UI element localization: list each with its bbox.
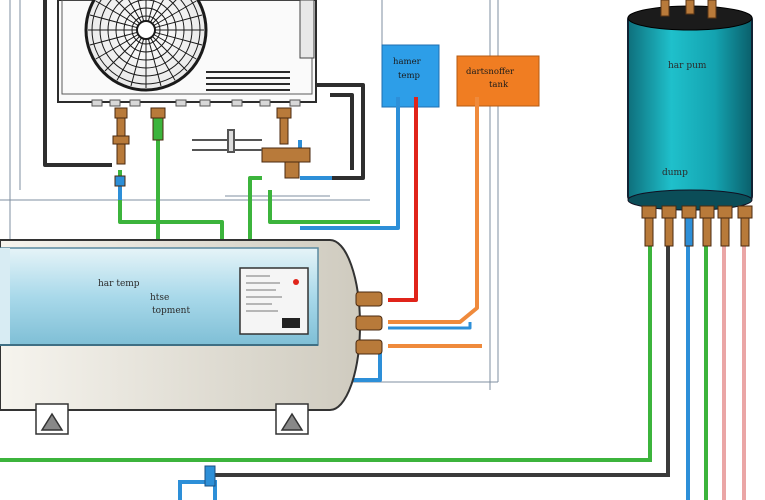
outdoor-unit [57,0,317,107]
control-panel-icon [239,267,309,335]
support-foot-icon [35,403,309,435]
base-ports [91,99,301,107]
blue-label-box: hamer temp [381,44,440,108]
storage-tank-right: har pum dump [627,0,753,211]
vent-grille [206,71,290,91]
tank-right-fittings [355,291,383,355]
valve-icon [641,205,753,247]
tank-right-label-mid: dump [662,168,688,178]
orange-box-line-2: tank [489,80,509,90]
fan-icon [84,0,208,92]
orange-box-line-1: dartsnoffer [466,67,515,77]
tank-right-label-top: har pum [668,61,707,71]
tank-left-label-2: htse [150,293,169,303]
blue-box-line-2: temp [398,71,421,81]
valve-icon [112,107,311,289]
bypass-pipe [192,129,262,153]
right-tank-pipes [0,245,746,500]
orange-label-box: dartsnoffer tank [456,55,540,107]
tank-left-label-1: har temp [98,279,140,289]
tank-left-label-3: topment [152,306,190,316]
blue-box-line-1: hamer [393,57,422,67]
